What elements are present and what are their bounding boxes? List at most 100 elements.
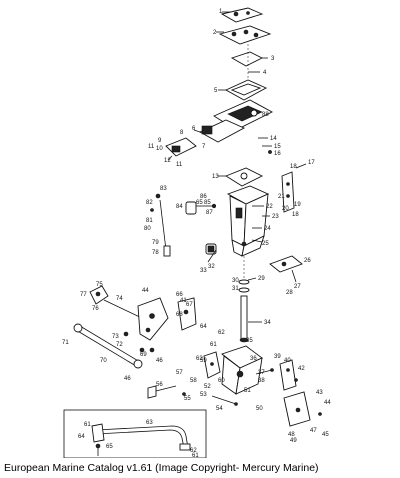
part-label-13: 13 — [212, 174, 219, 180]
part-label-3: 3 — [271, 56, 275, 62]
part-label-52: 52 — [204, 384, 211, 390]
part-label-80: 80 — [144, 226, 151, 232]
part-label-65b: 65 — [106, 444, 113, 450]
side-bracket-17-20 — [281, 163, 307, 213]
part-label-60: 60 — [218, 378, 225, 384]
part-label-48: 48 — [288, 432, 295, 438]
part-label-77: 77 — [80, 292, 87, 298]
part-label-45: 45 — [322, 432, 329, 438]
part-label-69: 69 — [140, 352, 147, 358]
shift-housing-36 — [221, 345, 263, 395]
part-label-16: 16 — [274, 151, 281, 157]
part-label-25: 25 — [262, 241, 269, 247]
bracket-8 — [165, 137, 197, 157]
part-label-61c: 61 — [192, 453, 199, 458]
part-label-24: 24 — [264, 226, 271, 232]
part-label-42: 42 — [298, 366, 305, 372]
part-label-19: 19 — [294, 202, 301, 208]
part-label-82: 82 — [146, 200, 153, 206]
part-label-23: 23 — [272, 214, 279, 220]
part-label-8: 8 — [180, 130, 184, 136]
part-label-35: 35 — [246, 338, 253, 344]
seal-ring-5 — [225, 79, 268, 101]
part-label-71: 71 — [62, 340, 69, 346]
part-label-34: 34 — [264, 320, 271, 326]
part-label-36: 36 — [250, 356, 257, 362]
leader-lines — [167, 11, 297, 323]
part-labels: 1 2 3 4 5 6 7 8 9 10 11 11 12 13 14 15 1… — [62, 9, 331, 458]
nuts-69-72 — [123, 331, 155, 353]
part-label-1: 1 — [219, 9, 223, 15]
part-label-31: 31 — [232, 286, 239, 292]
clamp-84-87 — [185, 201, 217, 215]
part-label-85: 85 — [204, 200, 211, 206]
part-label-75: 75 — [96, 282, 103, 288]
part-label-62: 62 — [218, 330, 225, 336]
part-label-73: 73 — [112, 334, 119, 340]
part-label-4: 4 — [263, 70, 267, 76]
part-label-58: 58 — [190, 378, 197, 384]
pin-37-38 — [255, 368, 274, 375]
yoke-44-68 — [137, 297, 169, 341]
part-label-68: 68 — [176, 312, 183, 318]
part-label-88: 88 — [262, 112, 269, 118]
part-label-33: 33 — [200, 268, 207, 274]
rod-78-83 — [150, 193, 171, 257]
bracket-60-62 — [203, 351, 221, 379]
part-label-57: 57 — [176, 370, 183, 376]
link-63-67 — [177, 297, 197, 331]
part-label-2: 2 — [213, 30, 217, 36]
part-label-87: 87 — [206, 210, 213, 216]
part-label-10: 10 — [156, 146, 163, 152]
part-label-38: 38 — [258, 378, 265, 384]
plate-43-48 — [283, 391, 322, 427]
part-label-15: 15 — [274, 144, 281, 150]
part-label-86: 86 — [200, 194, 207, 200]
part-label-21: 21 — [278, 194, 285, 200]
part-label-55: 55 — [184, 396, 191, 402]
part-label-41: 41 — [180, 298, 187, 304]
part-label-44b: 44 — [324, 400, 331, 406]
part-label-18: 18 — [290, 164, 297, 170]
part-label-64b: 64 — [78, 434, 85, 440]
part-label-54: 54 — [216, 406, 223, 412]
part-label-39: 39 — [274, 354, 281, 360]
part-label-83: 83 — [160, 186, 167, 192]
part-label-20: 20 — [282, 206, 289, 212]
part-label-84: 84 — [176, 204, 183, 210]
part-label-6: 6 — [192, 126, 196, 132]
part-label-79: 79 — [152, 240, 159, 246]
driveshaft-housing-23 — [231, 235, 265, 257]
part-label-50: 50 — [256, 406, 263, 412]
part-label-63b: 63 — [146, 420, 153, 426]
part-label-29: 29 — [258, 276, 265, 282]
part-label-5: 5 — [214, 88, 218, 94]
part-label-26: 26 — [304, 258, 311, 264]
part-label-63: 63 — [196, 356, 203, 362]
part-label-47: 47 — [310, 428, 317, 434]
lever-75-77 — [89, 285, 109, 305]
part-label-49: 49 — [290, 438, 297, 444]
part-label-11: 11 — [148, 144, 155, 150]
part-label-28: 28 — [286, 290, 293, 296]
part-label-18b: 18 — [292, 212, 299, 218]
part-label-40: 40 — [284, 358, 291, 364]
part-label-9: 9 — [158, 138, 162, 144]
gasket-2 — [218, 25, 272, 45]
part-label-51: 51 — [244, 388, 251, 394]
mount-32-33 — [205, 243, 217, 255]
part-label-72: 72 — [116, 342, 123, 348]
top-plate-1 — [220, 7, 264, 23]
part-label-30: 30 — [232, 278, 239, 284]
screws-14-16 — [258, 137, 272, 154]
part-label-14: 14 — [270, 136, 277, 142]
bar-70 — [73, 323, 143, 369]
part-label-12: 12 — [164, 158, 171, 164]
part-label-17: 17 — [308, 160, 315, 166]
part-label-37: 37 — [258, 370, 265, 376]
part-label-67: 67 — [186, 302, 193, 308]
part-label-61: 61 — [210, 342, 217, 348]
part-label-66: 66 — [176, 292, 183, 298]
manifold-block-6 — [199, 119, 246, 143]
